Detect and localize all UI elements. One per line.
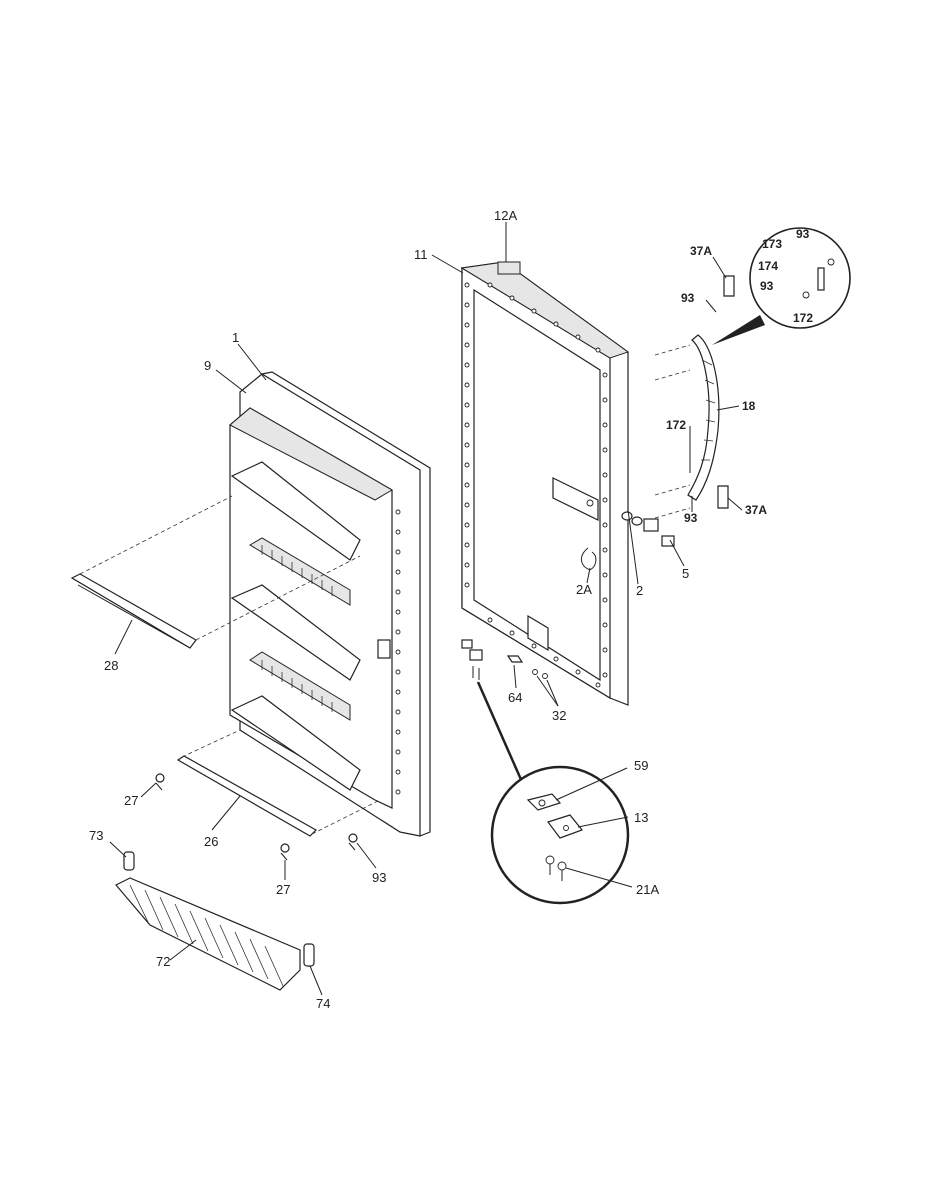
- door-handle: [687, 334, 720, 501]
- callout-59: 59: [634, 758, 648, 773]
- callout-2: 2: [636, 583, 643, 598]
- callout-27-bottom: 27: [276, 882, 290, 897]
- callout-37a-top: 37A: [690, 244, 712, 258]
- callout-18: 18: [742, 399, 756, 413]
- lock-cylinder: [621, 511, 675, 547]
- callout-93-handle-top: 93: [681, 291, 695, 305]
- basket-clip-73: [123, 851, 135, 871]
- shelf-bar-28: [70, 573, 197, 649]
- callout-174: 174: [758, 259, 778, 273]
- callout-9: 9: [204, 358, 211, 373]
- lock-bracket: [552, 477, 599, 521]
- callout-21a: 21A: [636, 882, 659, 897]
- callout-32: 32: [552, 708, 566, 723]
- callout-64: 64: [508, 690, 522, 705]
- callout-93-bottom: 93: [372, 870, 386, 885]
- callout-93-circle-mid: 93: [760, 279, 774, 293]
- callout-172: 172: [666, 418, 686, 432]
- basket-72: [115, 877, 301, 991]
- basket-clip-74: [303, 943, 315, 967]
- label-12a-sticker: [497, 261, 521, 275]
- outer-door-panel: [460, 261, 630, 706]
- shelf-bar-26: [176, 755, 317, 837]
- callout-93-handle-bottom: 93: [684, 511, 698, 525]
- callout-12a: 12A: [494, 208, 517, 223]
- callout-11: 11: [414, 247, 428, 262]
- inner-door-liner: [229, 371, 431, 837]
- clip-37a-bottom: [717, 485, 729, 509]
- callout-28: 28: [104, 658, 118, 673]
- callout-72: 72: [156, 954, 170, 969]
- callout-27-left: 27: [124, 793, 138, 808]
- screws: [155, 773, 358, 861]
- bottom-hinge-parts: [461, 639, 548, 680]
- callout-26: 26: [204, 834, 218, 849]
- door-shelves: [230, 461, 361, 791]
- callout-93-circle-top: 93: [796, 227, 810, 241]
- callout-1: 1: [232, 330, 239, 345]
- callout-37a-bottom: 37A: [745, 503, 767, 517]
- clip-37a-top: [723, 275, 735, 297]
- callout-74: 74: [316, 996, 330, 1011]
- callout-73: 73: [89, 828, 103, 843]
- bottom-hinge-detail-circle: [490, 765, 630, 905]
- callout-2a: 2A: [576, 582, 592, 597]
- callout-172-circle: 172: [793, 311, 813, 325]
- leader-lines: [109, 222, 743, 996]
- hinge-detail-circle: [712, 227, 851, 345]
- callout-173: 173: [762, 237, 782, 251]
- panel-screw-holes: [464, 282, 608, 688]
- callout-13: 13: [634, 810, 648, 825]
- callout-5: 5: [682, 566, 689, 581]
